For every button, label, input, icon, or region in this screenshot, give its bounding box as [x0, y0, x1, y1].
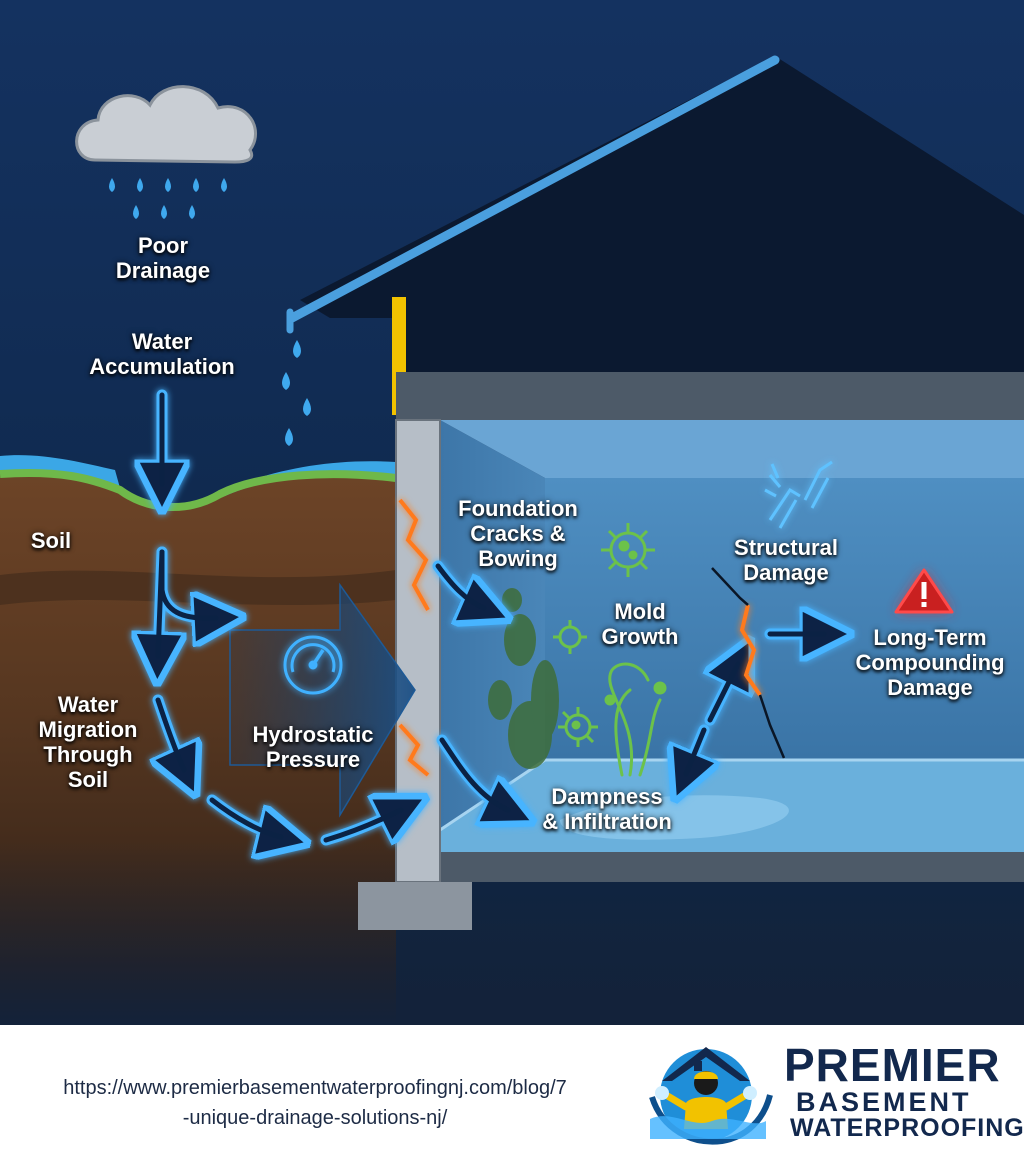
label-structural-damage: Structural Damage — [734, 535, 838, 585]
label-soil: Soil — [30, 528, 72, 553]
mold-stalks — [604, 662, 667, 777]
label-poor-drainage: Poor Drainage — [115, 233, 211, 283]
hydrostatic-pressure-arrow — [229, 582, 416, 818]
label-water-accumulation: Water Accumulation — [89, 329, 235, 379]
house-wall — [396, 372, 1024, 420]
warning-icon — [894, 568, 954, 614]
rain-drops — [109, 178, 227, 219]
gutter — [287, 55, 780, 323]
footer: https://www.premierbasementwaterproofing… — [0, 1025, 1024, 1154]
roof — [300, 56, 1024, 372]
label-foundation-cracks: Foundation Cracks & Bowing — [458, 496, 578, 571]
rain-cloud-icon — [75, 85, 257, 164]
label-mold-growth: Mold Growth — [601, 599, 679, 649]
floor-puddle — [560, 795, 789, 840]
label-water-migration: Water Migration Through Soil — [38, 692, 138, 792]
wall-crack — [711, 567, 786, 759]
foundation-cracks — [398, 498, 762, 777]
broken-beam-icon — [764, 460, 833, 529]
diagram-stage: Poor Drainage Water Accumulation Soil Wa… — [0, 0, 1024, 1025]
label-dampness: Dampness & Infiltration — [542, 784, 672, 834]
brand-name: PREMIER BASEMENT WATERPROOFING — [784, 1039, 1024, 1142]
brand-logo: PREMIER BASEMENT WATERPROOFING — [632, 1029, 1024, 1151]
label-long-term-damage: Long-Term Compounding Damage — [855, 625, 1005, 700]
gutter-drips — [282, 340, 311, 446]
logo-emblem-icon — [649, 1047, 773, 1145]
footing — [358, 882, 472, 930]
mold-icons — [553, 523, 655, 747]
label-hydrostatic-pressure: Hydrostatic Pressure — [252, 722, 374, 772]
basement-ceiling — [440, 420, 1024, 478]
pressure-gauge-icon — [283, 635, 343, 695]
drainage-scene — [0, 0, 1024, 1025]
source-url[interactable]: https://www.premierbasementwaterproofing… — [63, 1077, 567, 1129]
floor-slab — [440, 852, 1024, 882]
